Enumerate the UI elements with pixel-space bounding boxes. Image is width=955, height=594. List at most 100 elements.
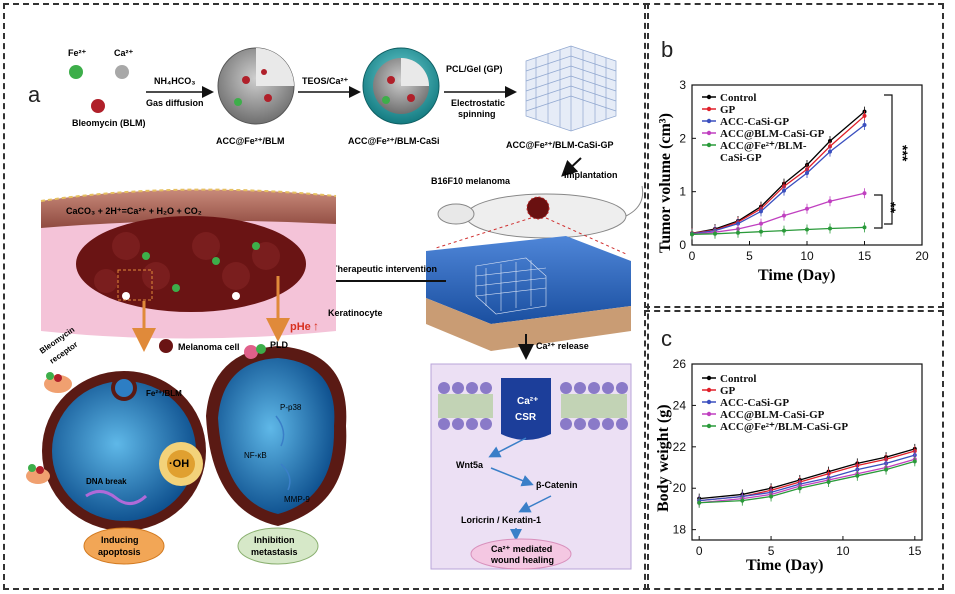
product2-label: ACC@Fe²⁺/BLM-CaSi [348,136,440,146]
csr-label-2: CSR [515,412,537,423]
chart-b-data-point [690,232,694,237]
healing-badge [470,538,572,570]
chart-b-data-point [782,228,786,233]
chart-c-ytick-label: 20 [673,481,687,495]
chart-b-data-point [805,227,809,232]
free-ion-icon [26,464,50,484]
chart-c-xtick-label: 10 [836,544,850,558]
healing-label-2: wound healing [490,555,554,565]
chart-b-legend-label: Control [720,92,756,104]
chart-b-legend-marker [706,106,712,112]
chart-c-data-point [697,500,702,505]
chart-b-legend-label: ACC@Fe²⁺/BLM- [720,140,807,152]
step3-sub-label-1: Electrostatic [451,98,505,108]
chart-b-series-line [691,115,865,234]
significance-brackets [874,94,893,229]
metastasis-label-1: Inhibition [254,535,295,545]
chart-b-legend-label: CaSi-GP [720,152,762,164]
chart-c-xtick-label: 15 [908,544,922,558]
panel-a-diagram: a Fe²⁺ Ca²⁺ Bleomycin (BLM) NH₄HCO₃ Gas … [26,45,644,570]
chart-c-legend-label: ACC@BLM-CaSi-GP [720,409,825,421]
product1-label: ACC@Fe²⁺/BLM [216,136,285,146]
chart-c-ytick-label: 18 [673,523,687,537]
chart-c-series-line [699,454,915,502]
loricrin-label: Loricrin / Keratin-1 [461,515,541,525]
step1-sub-label: Gas diffusion [146,98,204,108]
pathway-nfkb-label: NF-κB [244,451,267,460]
chart-c-legend-marker [706,411,712,417]
chart-b-legend-marker [706,130,712,136]
chart-c-legend-label: ACC-CaSi-GP [720,397,789,409]
product3-label: ACC@Fe²⁺/BLM-CaSi-GP [506,140,614,150]
chart-b-data-point [828,199,832,204]
chart-b-data-point [828,149,832,154]
ca-ion-icon [115,65,129,79]
chart-b-xtick-label: 5 [746,249,753,263]
chart-c-ylabel: Body weight (g) [655,404,672,512]
chart-b-series-line [691,124,865,235]
metastasis-badge [237,527,319,565]
chart-b-xlabel: Time (Day) [758,267,835,284]
panel-c-label: c [661,326,672,351]
melanoma-cell-icon [159,339,173,353]
cell-membrane-icon [438,378,628,440]
chart-c-data-point [912,459,917,464]
chart-c-legend-marker [706,375,712,381]
csr-label-1: Ca²⁺ [517,396,538,407]
ca-ion-label: Ca²⁺ [114,48,134,58]
chart-c-legend-label: ACC@Fe²⁺/BLM-CaSi-GP [720,421,848,433]
chart-c-series-line [699,460,915,504]
step1-label: NH₄HCO₃ [154,76,195,86]
chart-c-legend-marker [706,423,712,429]
chart-b-data-point [782,188,786,193]
chart-b-legend-label: ACC@BLM-CaSi-GP [720,128,825,140]
chart-b-legend-label: ACC-CaSi-GP [720,116,789,128]
chart-b-xtick-label: 20 [915,249,929,263]
chart-b-series-line [691,111,865,234]
chart-b-series-line [691,226,865,235]
fe-ion-icon [69,65,83,79]
catenin-label: β-Catenin [536,480,578,490]
step3-label: PCL/Gel (GP) [446,64,503,74]
dna-break-label: DNA break [86,477,127,486]
apoptosis-cell-illustration [42,371,206,531]
chart-c-data-point [740,498,745,503]
chart-b-data-point [862,123,867,127]
chart-b-ylabel: Tumor volume (cm³) [657,113,674,253]
healing-label-1: Ca²⁺ mediated [491,544,552,554]
pld-label: PLD [270,340,289,350]
chart-c-legend-label: Control [720,373,756,385]
chart-b-data-point [828,144,832,149]
apoptosis-label-2: apoptosis [98,547,141,557]
reaction-label: CaCO₃ + 2H⁺=Ca²⁺ + H₂O + CO₂ [66,206,202,216]
therapeutic-label: Therapeutic intervention [332,264,437,274]
chart-c-xtick-label: 5 [768,544,775,558]
ca-release-label: Ca²⁺ release [536,341,589,351]
skin-tumor-illustration [40,188,337,339]
pathway-p38-label: P-p38 [280,403,302,412]
apoptosis-label-1: Inducing [101,535,139,545]
chart-b-legend-marker [706,94,712,100]
wnt5a-label: Wnt5a [456,460,484,470]
chart-b-data-point [862,225,867,230]
melanoma-cell-label: Melanoma cell [178,342,240,352]
apoptosis-badge [83,527,165,565]
chart-b-data-point [805,171,809,175]
chart-b-data-point [828,139,832,143]
bleomycin-receptor-icon [44,372,72,393]
chart-b-xtick-label: 15 [858,249,872,263]
chart-b-series-line [691,192,865,235]
panel-b-label: b [661,37,673,62]
phe-up-arrow-icon: ↑ [313,319,319,333]
chart-b-data-point [736,221,740,226]
significance-2star: ** [883,202,899,213]
chart-c-xlabel: Time (Day) [746,557,823,574]
chart-b-data-point [828,226,832,231]
chart-c-axes-frame [691,363,923,541]
keratinocyte-label: Keratinocyte [328,308,383,318]
chart-c-ytick-label: 24 [673,398,687,412]
melanoma-site-label: B16F10 melanoma [431,176,511,186]
panel-a-label: a [28,82,41,107]
